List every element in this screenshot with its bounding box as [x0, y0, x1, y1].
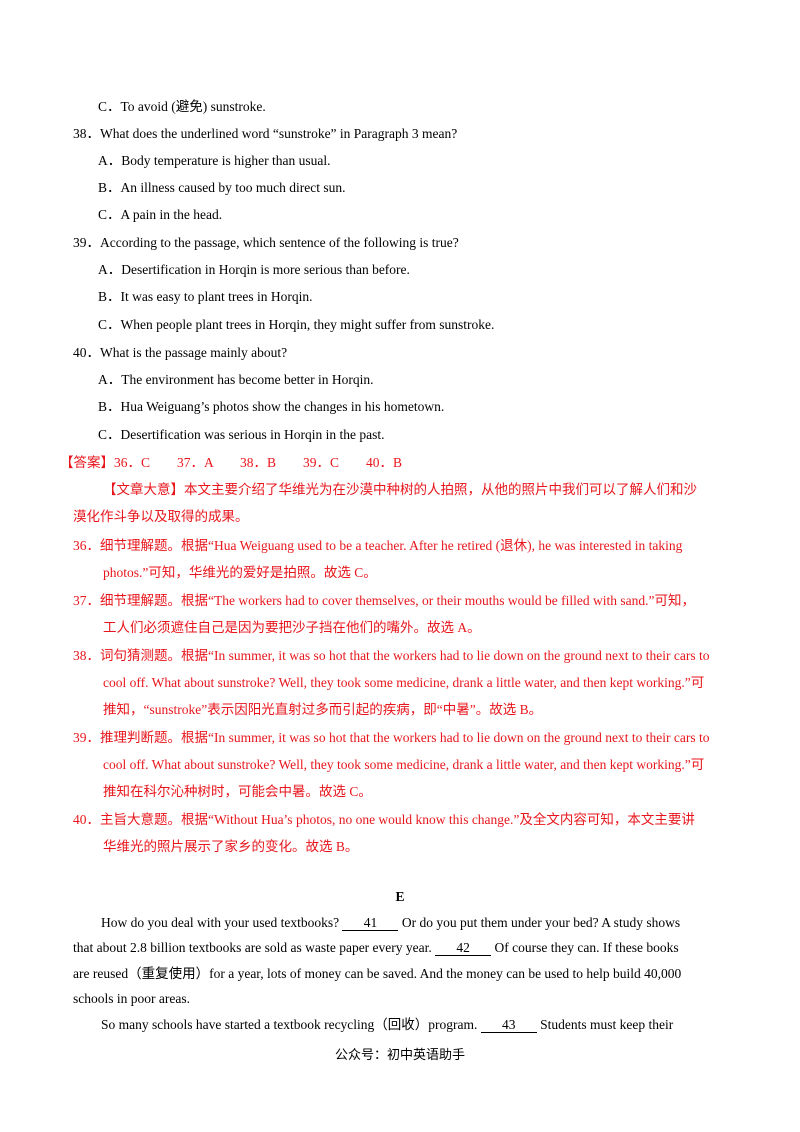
explanation-38-line-3: 推知，“sunstroke”表示因阳光直射过多而引起的疾病，即“中暑”。故选 B… [103, 702, 543, 717]
passage-line-3: are reused（重复使用）for a year, lots of mone… [73, 966, 682, 981]
explanation-40-line-1: 40．主旨大意题。根据“Without Hua’s photos, no one… [73, 812, 695, 827]
blank-42[interactable]: 42 [435, 940, 492, 956]
explanation-39-line-2: cool off. What about sunstroke? Well, th… [103, 757, 705, 772]
passage-line-4: schools in poor areas. [73, 991, 190, 1006]
explanation-37-line-2: 工人们必须遮住自己是因为要把沙子挡在他们的嘴外。故选 A。 [103, 620, 481, 635]
q39-option-c: C．When people plant trees in Horqin, the… [98, 317, 495, 332]
q39-option-a: A．Desertification in Horqin is more seri… [98, 262, 410, 277]
explanation-40-line-2: 华维光的照片展示了家乡的变化。故选 B。 [103, 839, 359, 854]
q40-option-a: A．The environment has become better in H… [98, 372, 374, 387]
passage-line-1: How do you deal with your used textbooks… [101, 915, 681, 931]
passage-line-2: that about 2.8 billion textbooks are sol… [73, 940, 679, 956]
page-footer: 公众号：初中英语助手 [334, 1048, 465, 1063]
explanation-39-line-1: 39．推理判断题。根据“In summer, it was so hot tha… [73, 730, 710, 745]
explanation-38-line-2: cool off. What about sunstroke? Well, th… [103, 675, 705, 690]
q38-option-b: B．An illness caused by too much direct s… [98, 180, 346, 195]
explanation-38-line-1: 38．词句猜测题。根据“In summer, it was so hot tha… [73, 648, 710, 663]
q38-stem: 38．What does the underlined word “sunstr… [73, 126, 458, 141]
passage-line-5: So many schools have started a textbook … [101, 1017, 674, 1033]
section-title: E [395, 889, 405, 904]
q37-option-c: C．To avoid (避免) sunstroke. [98, 99, 266, 114]
answer-key: 【答案】36．C 37．A 38．B 39．C 40．B [60, 455, 403, 470]
summary-line-1: 【文章大意】本文主要介绍了华维光为在沙漠中种树的人拍照，从他的照片中我们可以了解… [103, 482, 697, 497]
summary-line-2: 漠化作斗争以及取得的成果。 [73, 509, 249, 524]
q39-option-b: B．It was easy to plant trees in Horqin. [98, 289, 313, 304]
explanation-36-line-1: 36．细节理解题。根据“Hua Weiguang used to be a te… [73, 538, 683, 553]
explanation-36-line-2: photos.”可知，华维光的爱好是拍照。故选 C。 [103, 565, 377, 580]
q39-stem: 39．According to the passage, which sente… [73, 235, 459, 250]
blank-41[interactable]: 41 [342, 915, 399, 931]
explanation-37-line-1: 37．细节理解题。根据“The workers had to cover the… [73, 593, 696, 608]
q40-option-b: B．Hua Weiguang’s photos show the changes… [98, 399, 445, 414]
q38-option-c: C．A pain in the head. [98, 207, 223, 222]
q38-option-a: A．Body temperature is higher than usual. [98, 153, 331, 168]
explanation-39-line-3: 推知在科尔沁种树时，可能会中暑。故选 C。 [103, 784, 372, 799]
blank-43[interactable]: 43 [480, 1017, 537, 1033]
q40-stem: 40．What is the passage mainly about? [73, 345, 288, 360]
q40-option-c: C．Desertification was serious in Horqin … [98, 427, 385, 442]
